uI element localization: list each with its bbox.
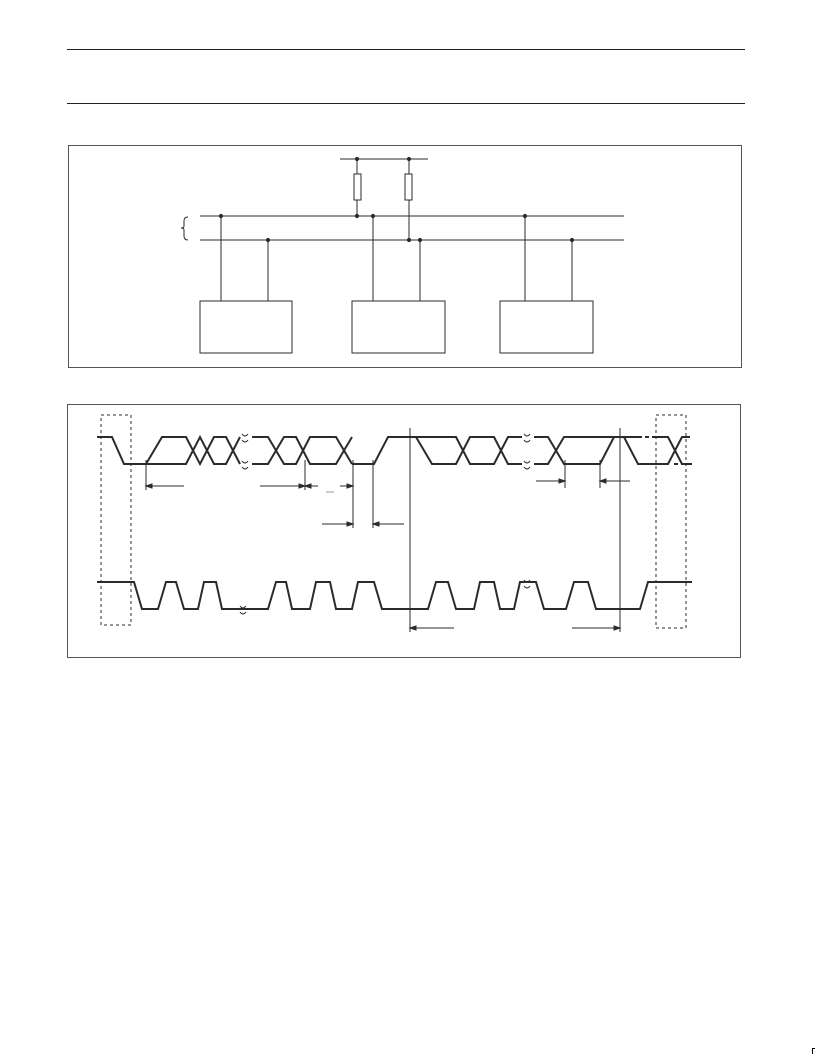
repeat-condition-box (655, 414, 687, 629)
data-break-marks (241, 433, 531, 470)
header-rule-bottom (67, 103, 745, 104)
page-corner-mark (812, 1048, 815, 1054)
device-block-1 (199, 300, 293, 354)
data-waveform (97, 434, 690, 467)
bus-connection-diagram (180, 156, 624, 354)
device-block-3 (499, 300, 594, 354)
clock-break-marks (239, 579, 531, 615)
reference-lines (145, 428, 621, 632)
bus-brace (180, 216, 189, 241)
dimension-arrows (144, 478, 630, 631)
header-rule-top (67, 49, 745, 50)
data-dashed-segments (624, 436, 692, 465)
bus-timing-diagram (97, 414, 692, 632)
clock-waveform (97, 581, 692, 610)
pull-up-resistor-2 (404, 173, 413, 201)
start-condition-box (100, 414, 132, 626)
device-block-2 (351, 300, 446, 354)
pull-up-resistor-1 (353, 173, 362, 201)
